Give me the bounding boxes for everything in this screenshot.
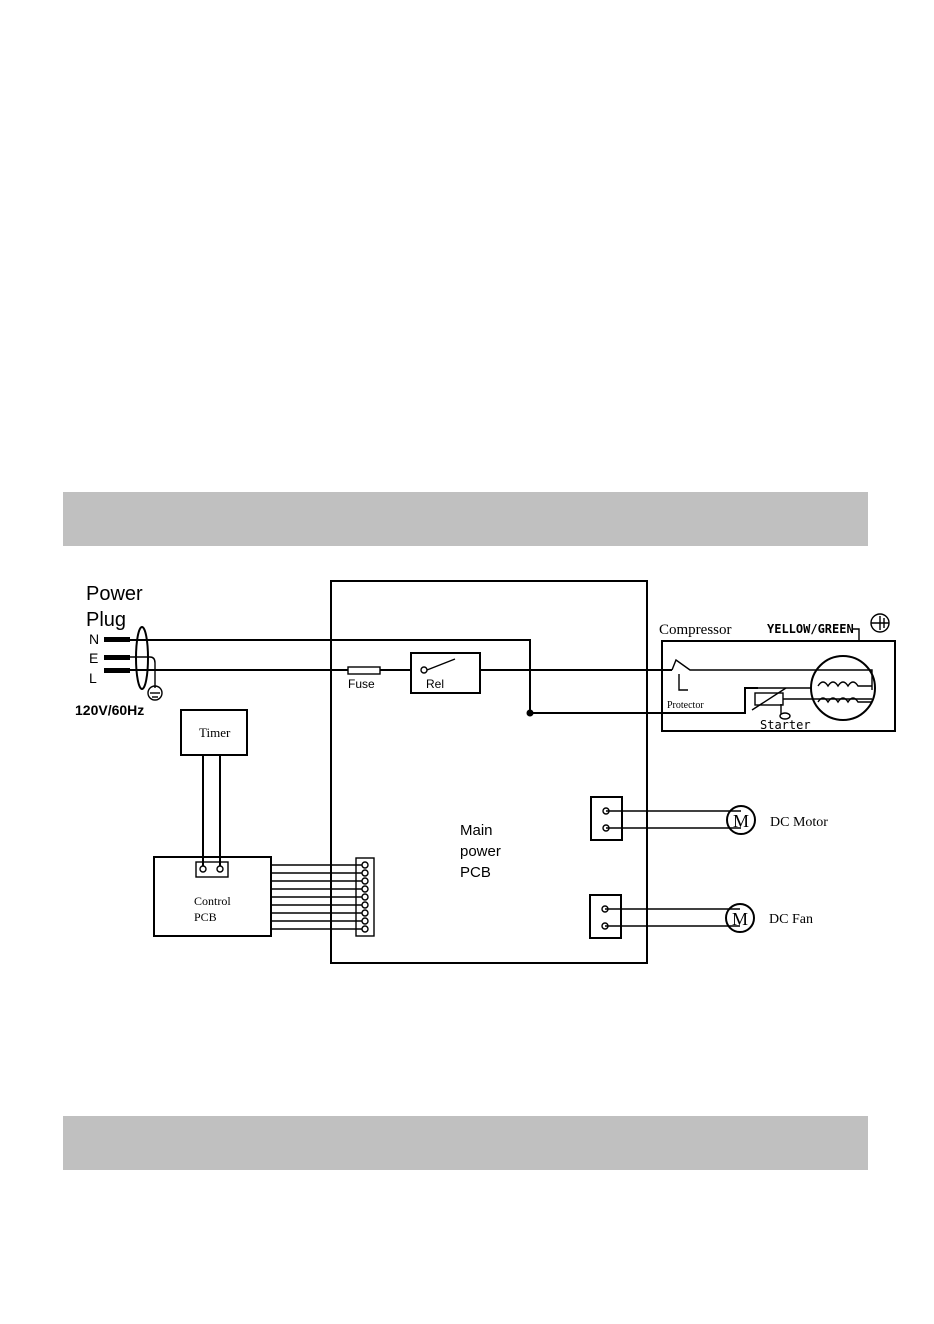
relay-label: Rel — [426, 677, 444, 691]
relay-switch-icon — [421, 659, 455, 673]
ribbon-cable — [271, 865, 362, 929]
dc-fan-label: DC Fan — [769, 912, 813, 927]
dc-fan-symbol-letter: M — [732, 909, 748, 929]
dc-fan-connector — [590, 895, 621, 938]
compressor-ground-icon — [871, 614, 889, 632]
pin-e-label: E — [89, 650, 98, 666]
timer-label: Timer — [199, 725, 231, 740]
starter-pin-icon — [780, 704, 790, 719]
protector-element — [679, 674, 688, 690]
control-pcb-label-line1: Control — [194, 894, 231, 908]
compressor-label: Compressor — [659, 622, 732, 638]
main-pcb-label-line2: power — [460, 843, 501, 860]
power-plug-title-line2: Plug — [86, 609, 126, 631]
earth-lead — [130, 657, 155, 688]
main-pcb-connector-pins — [362, 862, 368, 932]
protector-contact — [672, 660, 712, 670]
fuse-label: Fuse — [348, 677, 375, 691]
fuse-symbol — [348, 667, 380, 674]
dc-motor-connector — [591, 797, 622, 840]
timer-connector-pin-2 — [217, 866, 223, 872]
pin-n-label: N — [89, 631, 99, 647]
main-pcb-label-line1: Main — [460, 822, 493, 839]
run-winding-icon — [818, 682, 872, 686]
main-power-pcb-box — [331, 581, 647, 963]
ground-wire-label: YELLOW/GREEN — [767, 622, 854, 636]
protector-label: Protector — [667, 700, 704, 711]
cable-bundle — [136, 627, 148, 689]
power-plug-title-line1: Power — [86, 583, 143, 605]
compressor-motor-circle — [811, 656, 875, 720]
pin-l-label: L — [89, 670, 97, 686]
dc-motor-symbol-letter: M — [733, 811, 749, 831]
plug-prongs — [104, 637, 130, 673]
relay-box — [411, 653, 480, 693]
starter-label: Starter — [760, 718, 811, 732]
plug-ground-icon — [148, 686, 162, 700]
neutral-to-starter-wire — [530, 688, 758, 713]
timer-connector-pin-1 — [200, 866, 206, 872]
power-rating: 120V/60Hz — [75, 702, 144, 718]
main-pcb-label-line3: PCB — [460, 864, 491, 881]
control-pcb-label-line2: PCB — [194, 910, 217, 924]
dc-motor-label: DC Motor — [770, 815, 828, 830]
